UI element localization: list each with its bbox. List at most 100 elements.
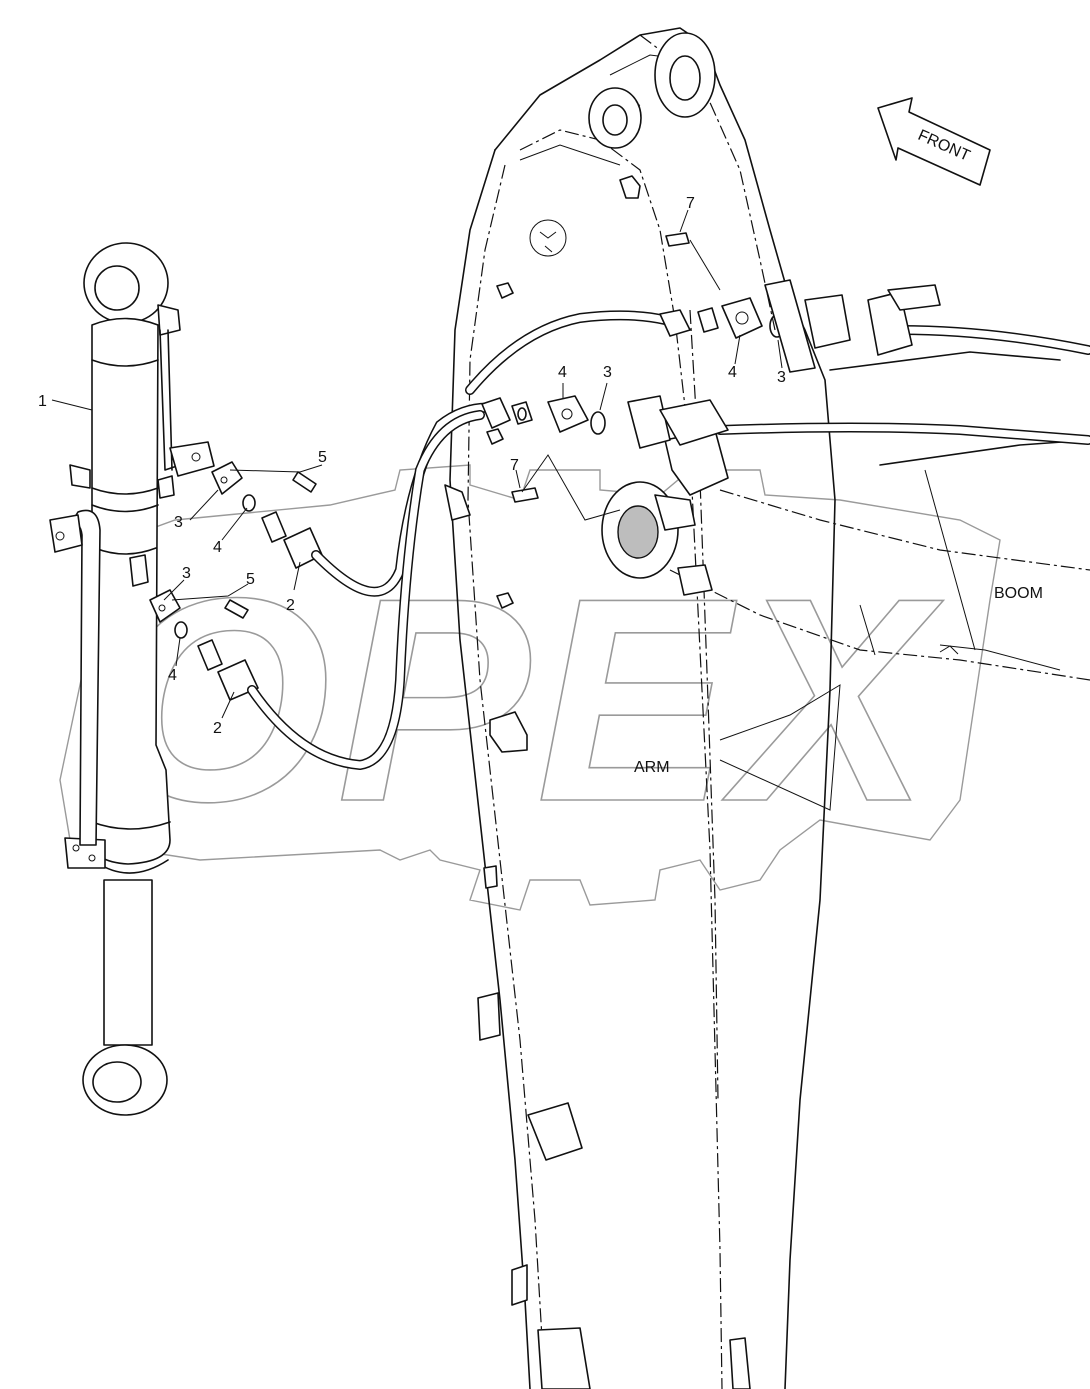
cylinder-rod	[103, 879, 153, 1046]
arm-pad-2	[477, 992, 501, 1041]
flange-arm-middle-hole	[561, 408, 573, 420]
hose-fitting-upper	[261, 511, 287, 543]
cylinder-lower-port-bracket	[129, 554, 149, 587]
boom-structure	[601, 351, 1090, 681]
block-fitting-arm-2	[659, 399, 729, 446]
cylinder-barrel-band-2	[91, 487, 159, 495]
callout-5-a: 5	[318, 449, 327, 466]
arm-clip-3	[496, 592, 514, 609]
callout-4-b: 4	[168, 667, 177, 684]
lower-port-bolt	[55, 531, 65, 541]
leader-3-upper	[189, 489, 219, 521]
arm-structure	[444, 27, 841, 1389]
arm-top-pin-hole	[669, 55, 701, 101]
cylinder-barrel-band-3	[91, 504, 159, 513]
oring-arm-middle	[590, 411, 606, 435]
cylinder-rod-eye-hole	[92, 1061, 142, 1103]
arm-bracket-top	[619, 175, 641, 199]
callout-3-c: 3	[603, 364, 612, 381]
callout-4-a: 4	[213, 539, 222, 556]
cylinder-rod-eye	[82, 1044, 168, 1116]
arm-grease-plate	[529, 219, 567, 257]
hose-lower-inner	[248, 411, 484, 769]
cylinder-head-eye	[83, 242, 169, 324]
boom-hidden-edge-2	[669, 569, 1090, 681]
leader-lines	[51, 209, 783, 719]
hose-end-arm	[481, 397, 511, 429]
leader-2-upper	[293, 561, 301, 591]
boom-pin-lock-2	[677, 564, 713, 596]
arm-pad-5	[537, 1327, 591, 1389]
arm-upper-pin-hole	[602, 104, 628, 136]
arm-hidden-edge-left	[467, 164, 546, 1389]
block-fitting-boom	[804, 294, 851, 349]
arm-label: ARM	[634, 759, 670, 776]
callout-3-d: 3	[777, 369, 786, 386]
arm-top-pin-boss	[654, 32, 716, 118]
flange-arm-top	[721, 297, 763, 339]
cylinder-top-bracket	[157, 304, 181, 336]
arm-clip-2	[486, 428, 504, 445]
arm-upper-pin-boss	[588, 87, 642, 149]
bolt-upper	[292, 471, 317, 493]
flange-arm-top-hole	[735, 311, 749, 325]
boom-arm-pin-hole	[617, 505, 659, 559]
callout-7-b: 7	[686, 195, 695, 212]
callout-2-upper: 2	[286, 597, 295, 614]
leader-7-arm	[515, 454, 621, 521]
callout-7-a: 7	[510, 457, 519, 474]
leader-5-upper	[229, 464, 323, 473]
split-flange-lower	[149, 589, 181, 623]
front-arrow-shape	[877, 97, 991, 186]
hose-arm-top-outer	[465, 310, 670, 395]
callout-4-d: 4	[728, 364, 737, 381]
arm-pad-6	[729, 1337, 751, 1389]
callout-5-b: 5	[246, 571, 255, 588]
arm-pad-1	[489, 711, 528, 753]
clamp-bolt-2	[88, 854, 96, 862]
boom-underside	[879, 439, 1090, 466]
arm-pad-7	[483, 865, 498, 889]
hose-boom-lower-inner	[716, 424, 1090, 444]
leader-4-upper	[221, 507, 248, 541]
arm-front-edge	[449, 149, 531, 1389]
arm-hidden-edge-center	[519, 129, 723, 1389]
split-flange-upper-bolt	[220, 476, 228, 484]
arm-clip-1	[496, 282, 514, 299]
arm-top-plate	[764, 279, 816, 373]
leader-2-lower	[221, 691, 235, 719]
callout-3-a: 3	[174, 514, 183, 531]
cylinder-clamp-right	[157, 475, 175, 499]
hose-boom-top-inner	[896, 326, 1090, 354]
arm-side-bracket	[444, 484, 471, 521]
front-direction-arrow: FRONT	[877, 97, 991, 186]
leader-7-top	[679, 209, 721, 291]
cylinder-side-pipe	[69, 509, 101, 846]
clamp-bolt-1	[72, 844, 80, 852]
oring-upper	[242, 494, 256, 512]
cylinder-head-eye-hole	[94, 265, 140, 311]
watermark-text: OPEX	[105, 538, 944, 862]
split-flange-lower-bolt	[158, 604, 166, 612]
hose-end-arm-top	[659, 309, 691, 337]
leader-4-lower	[175, 637, 181, 667]
boom-label: BOOM	[994, 585, 1043, 602]
block-fitting-arm	[627, 395, 671, 449]
bolt-arm-middle	[511, 487, 539, 503]
cylinder-barrel-band-5	[91, 821, 171, 830]
split-flange-upper	[211, 461, 243, 495]
leader-3-arm	[599, 382, 608, 411]
boom-hidden-edge-1	[719, 489, 1090, 571]
boom-clamp-top	[887, 284, 941, 311]
hose-nut-arm-hole	[517, 407, 527, 421]
oring-lower	[174, 621, 188, 639]
cylinder-mid-clamp	[69, 464, 91, 489]
callout-3-b: 3	[182, 565, 191, 582]
arm-cylinder	[49, 242, 215, 1116]
leader-3-lower	[163, 579, 185, 601]
arm-pad-3	[527, 1102, 583, 1161]
callout-1: 1	[38, 393, 47, 410]
flange-arm-middle	[547, 395, 589, 433]
fittings-arm-top	[659, 232, 941, 373]
